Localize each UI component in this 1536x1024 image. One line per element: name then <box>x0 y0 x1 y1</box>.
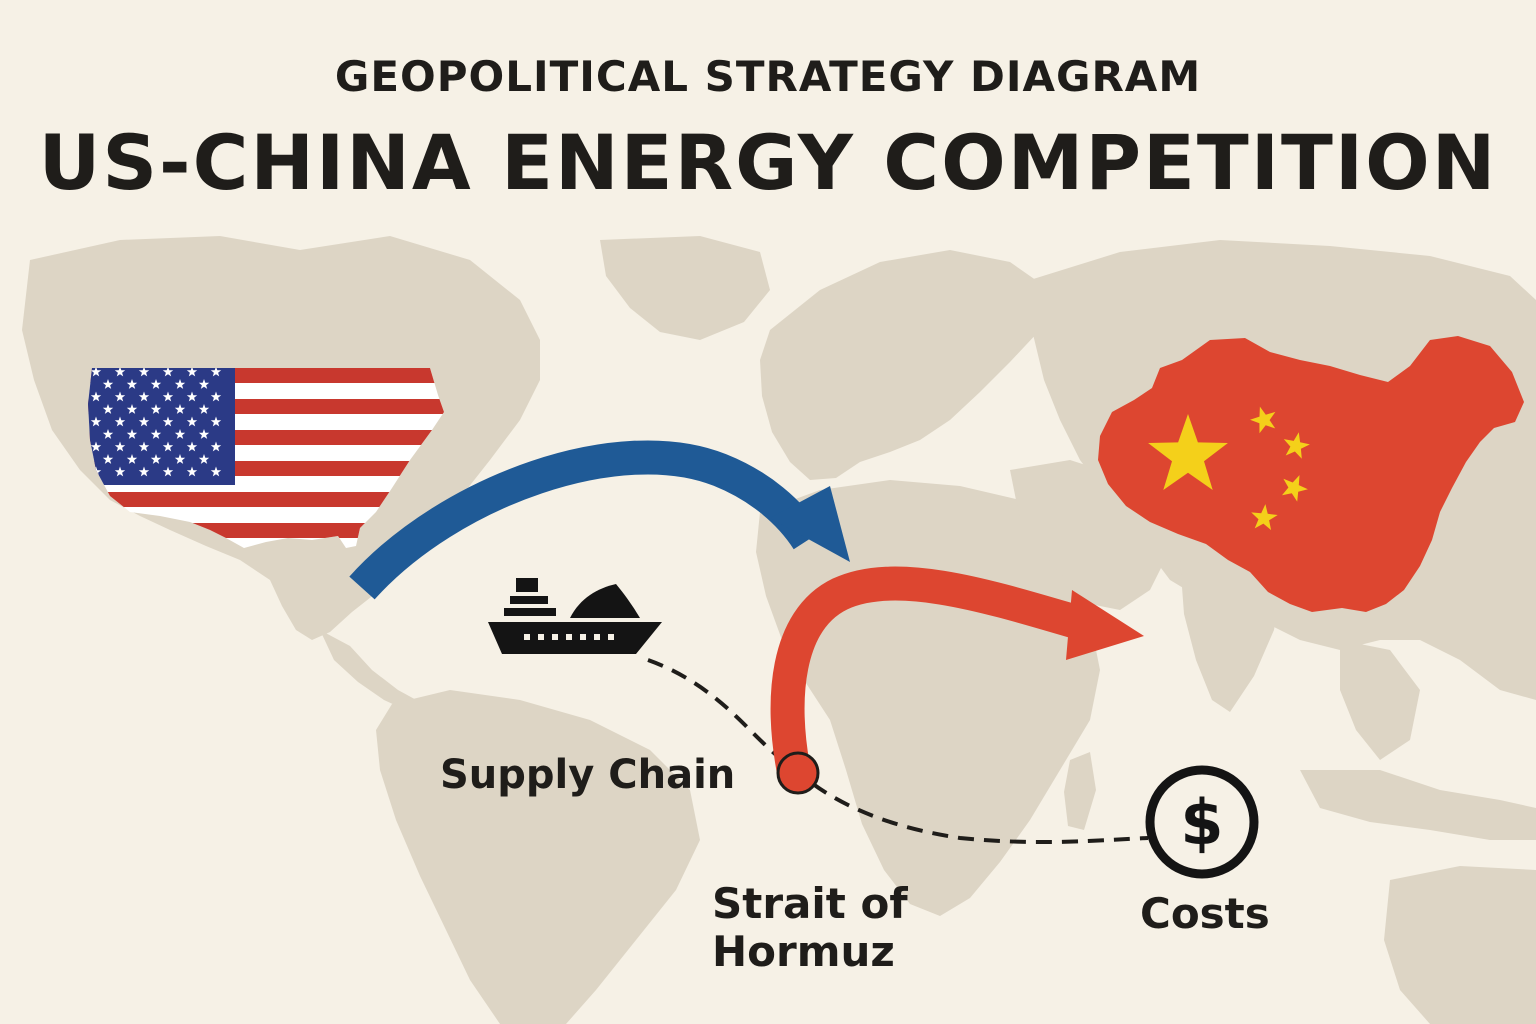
china-flag-region <box>1098 336 1524 612</box>
us-flag-star-45 <box>114 466 126 477</box>
india-landmass <box>1180 560 1280 712</box>
us-flag-star-33 <box>90 441 102 452</box>
us-flag-star-36 <box>162 441 174 452</box>
us-flag-star-29 <box>126 429 138 439</box>
china-flag-stars <box>1148 406 1310 531</box>
us-flag-star-4 <box>186 368 198 377</box>
us-flag-star-49 <box>210 466 222 477</box>
supply-route-dashed-line <box>647 658 1149 845</box>
us-flag-star-31 <box>174 429 186 439</box>
greenland-landmass <box>600 236 770 340</box>
usa-flag-canton <box>88 368 235 485</box>
us-flag-star-22 <box>90 416 102 427</box>
usa-flag-stars <box>90 368 222 477</box>
ship-icon <box>488 578 662 654</box>
us-flag-star-20 <box>174 404 186 414</box>
us-flag-star-16 <box>210 391 222 402</box>
dollar-symbol: $ <box>1180 786 1223 859</box>
madagascar-landmass <box>1064 752 1096 830</box>
indonesia-landmass <box>1300 770 1536 840</box>
strait-of-hormuz-label: Strait of Hormuz <box>712 879 908 977</box>
us-flag-star-0 <box>90 368 102 377</box>
diagram-subtitle: GEOPOLITICAL STRATEGY DIAGRAM <box>334 52 1202 101</box>
china-flag-star-0 <box>1148 414 1228 490</box>
us-flag-star-35 <box>138 441 150 452</box>
us-flag-star-43 <box>198 454 210 464</box>
south-america-landmass <box>376 690 700 1024</box>
strait-label-line-1: Strait of <box>712 879 908 928</box>
us-flag-star-15 <box>186 391 198 402</box>
us-flag-star-7 <box>126 379 138 389</box>
us-flag-star-38 <box>210 441 222 452</box>
us-flag-star-28 <box>102 429 114 439</box>
us-flag-star-47 <box>162 466 174 477</box>
us-flag-star-10 <box>198 379 210 389</box>
us-flag-star-39 <box>102 454 114 464</box>
us-flag-star-1 <box>114 368 126 377</box>
supply-chain-label: Supply Chain <box>440 752 736 798</box>
us-flag-star-17 <box>102 404 114 414</box>
us-flag-star-48 <box>186 466 198 477</box>
us-flag-star-8 <box>150 379 162 389</box>
us-flag-star-26 <box>186 416 198 427</box>
strait-label-line-2: Hormuz <box>712 927 895 977</box>
us-flag-star-6 <box>102 379 114 389</box>
dollar-icon: $ <box>1145 765 1259 879</box>
us-flag-star-37 <box>186 441 198 452</box>
us-flag-star-19 <box>150 404 162 414</box>
china-flag-star-3 <box>1282 475 1308 502</box>
us-flag-star-30 <box>150 429 162 439</box>
us-flag-star-5 <box>210 368 222 377</box>
china-import-arrow <box>770 566 1144 789</box>
us-flag-star-32 <box>198 429 210 439</box>
diagram-title: US-CHINA ENERGY COMPETITION <box>38 118 1498 207</box>
us-flag-star-18 <box>126 404 138 414</box>
us-flag-star-27 <box>210 416 222 427</box>
us-flag-star-3 <box>162 368 174 377</box>
us-flag-star-46 <box>138 466 150 477</box>
us-flag-star-21 <box>198 404 210 414</box>
us-flag-star-12 <box>114 391 126 402</box>
china-flag-star-2 <box>1283 432 1310 459</box>
us-export-arrow <box>349 440 850 600</box>
australia-landmass <box>1384 866 1536 1024</box>
us-flag-star-41 <box>150 454 162 464</box>
us-flag-star-11 <box>90 391 102 402</box>
us-flag-star-2 <box>138 368 150 377</box>
central-america-landmass <box>320 630 420 712</box>
europe-landmass <box>760 250 1050 480</box>
diagram-header: GEOPOLITICAL STRATEGY DIAGRAM US-CHINA E… <box>0 0 1536 220</box>
costs-label: Costs <box>1140 889 1270 938</box>
china-flag-star-1 <box>1250 406 1276 434</box>
southeast-asia-landmass <box>1340 640 1420 760</box>
us-flag-star-9 <box>174 379 186 389</box>
chokepoint-marker-icon <box>776 751 820 795</box>
us-flag-star-40 <box>126 454 138 464</box>
china-flag-star-4 <box>1251 504 1278 531</box>
us-flag-star-34 <box>114 441 126 452</box>
us-flag-star-14 <box>162 391 174 402</box>
us-flag-star-25 <box>162 416 174 427</box>
us-flag-star-24 <box>138 416 150 427</box>
us-flag-star-13 <box>138 391 150 402</box>
us-flag-star-42 <box>174 454 186 464</box>
us-flag-star-23 <box>114 416 126 427</box>
